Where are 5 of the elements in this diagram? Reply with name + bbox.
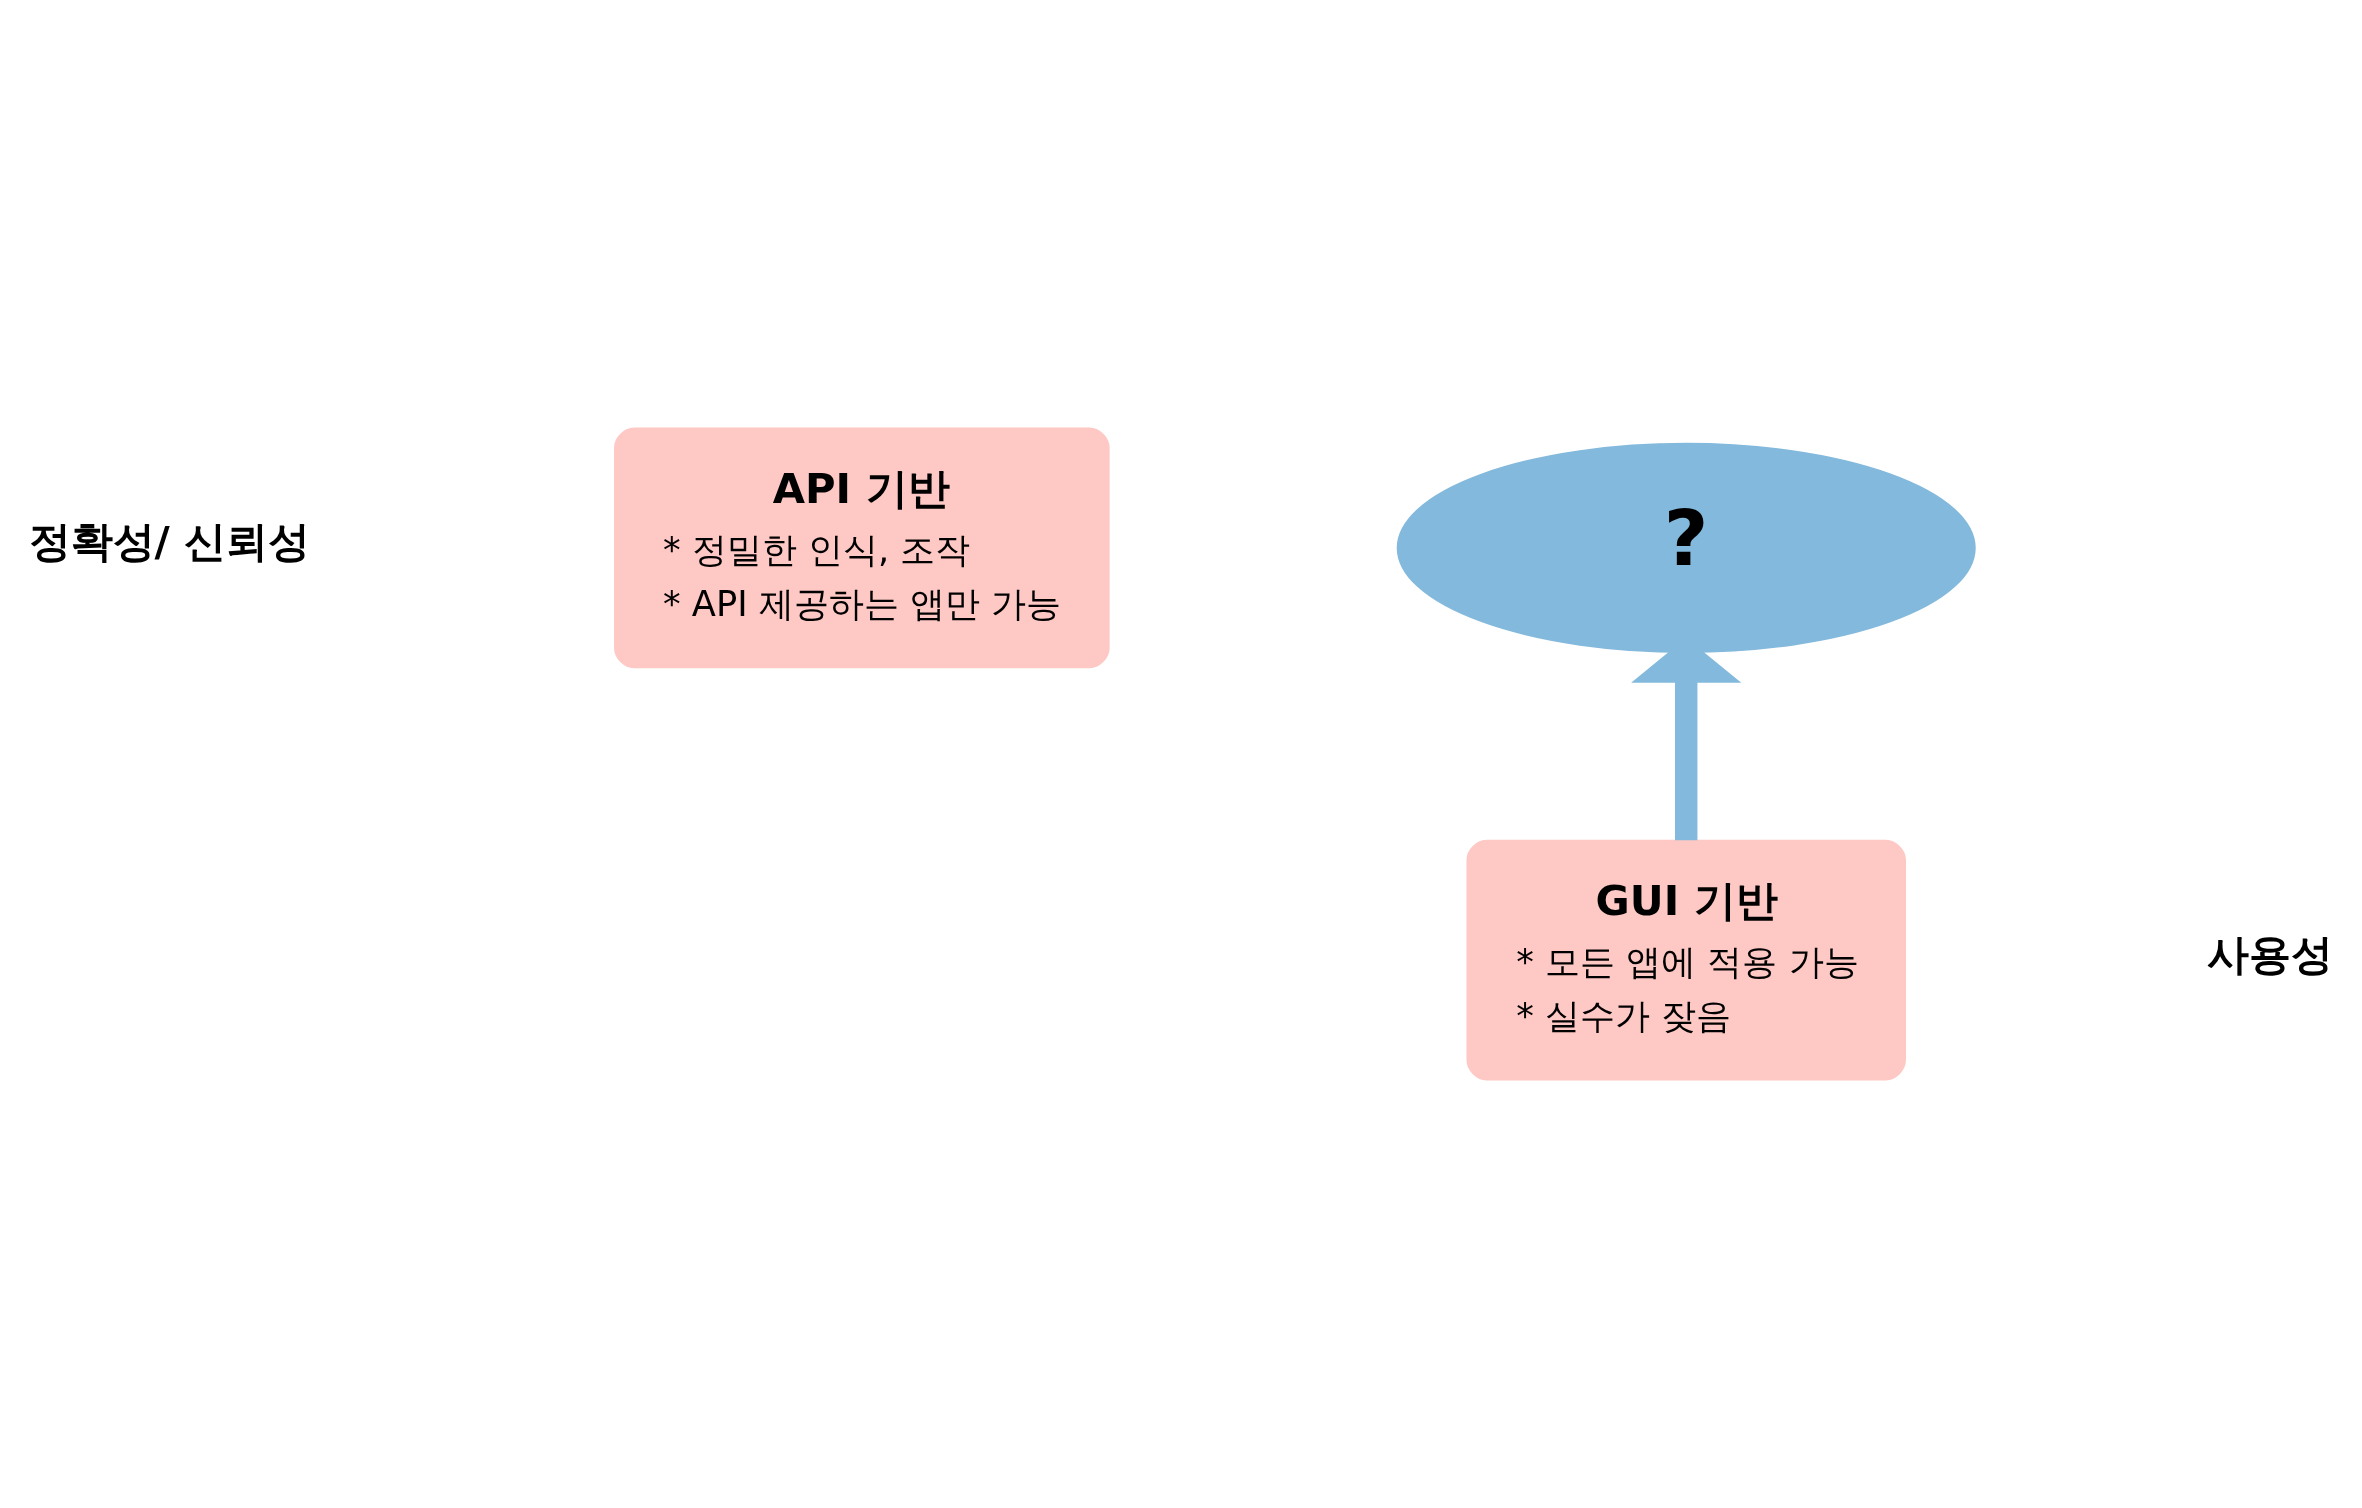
node-box: API 기반 * 정밀한 인식, 조작 * API 제공하는 앱만 가능 <box>614 427 1110 669</box>
label: 정확성/ 신뢰성 <box>28 517 311 567</box>
node-ellipse: ? <box>1396 442 1976 653</box>
label: 사용성 <box>2206 929 2333 979</box>
node-box: GUI 기반 * 모든 앱에 적용 가능 * 실수가 잦음 <box>1466 839 1906 1081</box>
